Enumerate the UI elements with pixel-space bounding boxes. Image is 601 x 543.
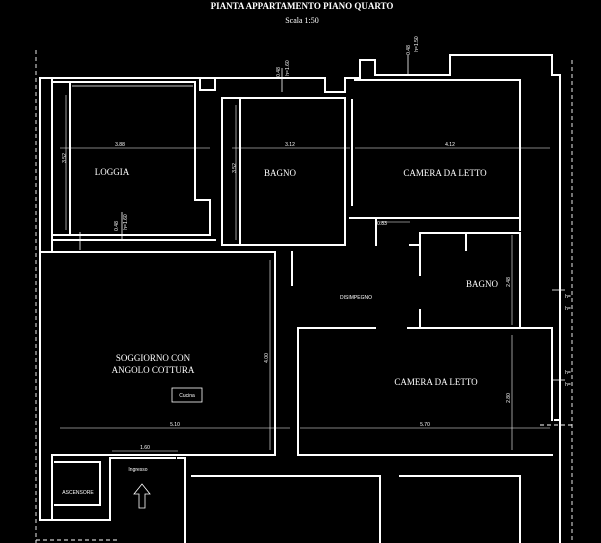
svg-text:1.60: 1.60	[140, 445, 150, 451]
room-ingresso: Ingresso	[128, 467, 147, 473]
right-label-2: h=	[565, 306, 571, 312]
dashed-outline	[35, 50, 573, 543]
svg-text:0.83: 0.83	[377, 221, 387, 227]
room-disimpegno: DISIMPEGNO	[340, 295, 372, 301]
svg-text:3.52: 3.52	[62, 153, 68, 163]
svg-text:0.48: 0.48	[114, 221, 120, 231]
room-bagno-mid: BAGNO	[466, 279, 499, 289]
outer-walls	[39, 54, 561, 543]
right-label-1: h=	[565, 294, 571, 300]
room-soggiorno-line2: ANGOLO COTTURA	[112, 365, 195, 375]
room-ascensore: ASCENSORE	[62, 490, 94, 496]
svg-text:0.48: 0.48	[276, 67, 282, 77]
room-camera-letto-bottom: CAMERA DA LETTO	[394, 377, 478, 387]
plan-scale: Scala 1:50	[285, 16, 319, 25]
room-loggia: LOGGIA	[95, 167, 130, 177]
svg-text:0.48: 0.48	[406, 45, 412, 55]
entry-arrow-icon	[133, 483, 151, 509]
dimension-values: 3.88 3.12 4.12 5.10 5.70 0.83 1.60 3.52 …	[62, 36, 512, 451]
svg-text:3.12: 3.12	[285, 142, 295, 148]
room-bagno-top: BAGNO	[264, 168, 297, 178]
svg-text:5.70: 5.70	[420, 422, 430, 428]
svg-text:h=1.50: h=1.50	[414, 36, 420, 52]
svg-text:3.52: 3.52	[232, 163, 238, 173]
svg-text:h=1.60: h=1.60	[123, 214, 129, 230]
room-soggiorno-line1: SOGGIORNO CON	[116, 353, 191, 363]
dimension-lines	[60, 95, 550, 452]
kitchen-box	[171, 387, 203, 403]
right-label-3: h=	[565, 370, 571, 376]
right-label-4: h=	[565, 382, 571, 388]
svg-text:2.48: 2.48	[506, 277, 512, 287]
svg-text:h=1.60: h=1.60	[285, 60, 291, 76]
window-marks	[79, 55, 565, 381]
svg-text:2.80: 2.80	[506, 393, 512, 403]
svg-text:5.10: 5.10	[170, 422, 180, 428]
svg-text:4.12: 4.12	[445, 142, 455, 148]
kitchen-box-label: Cucina	[179, 393, 195, 399]
room-camera-letto-top: CAMERA DA LETTO	[403, 168, 487, 178]
interior-walls	[51, 79, 553, 521]
svg-text:4.00: 4.00	[264, 353, 270, 363]
svg-text:3.88: 3.88	[115, 142, 125, 148]
plan-title: PIANTA APPARTAMENTO PIANO QUARTO	[211, 1, 394, 11]
